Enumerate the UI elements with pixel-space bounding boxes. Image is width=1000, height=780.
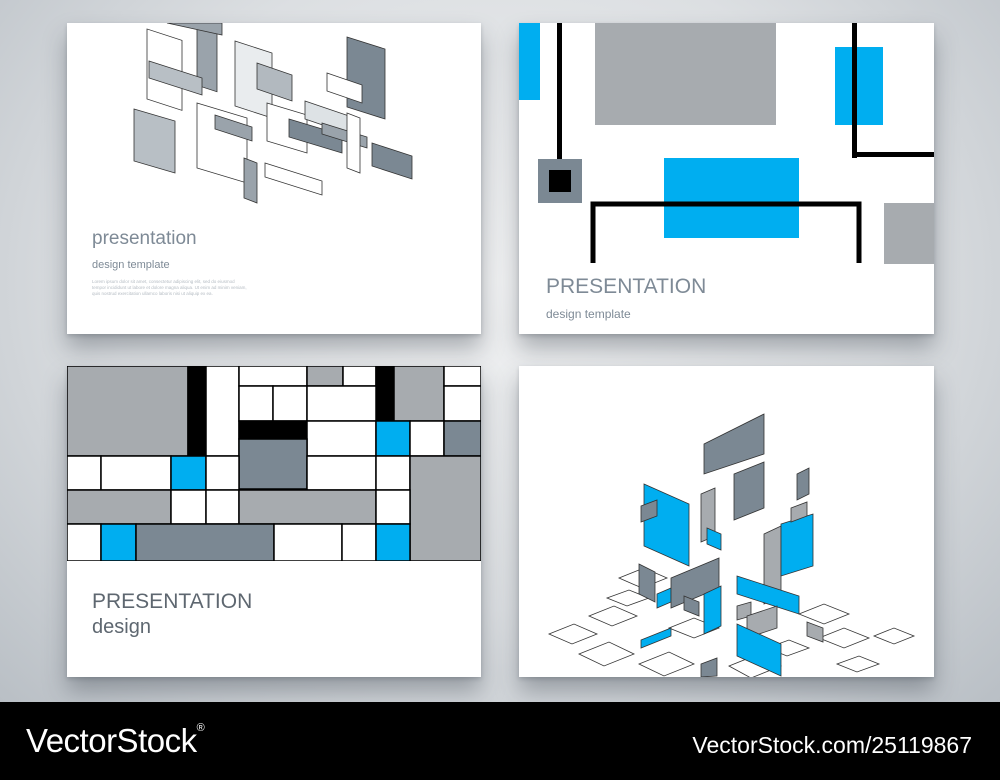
slide-card-3[interactable]: PRESENTATION design [67, 366, 481, 677]
geometric-blocks-art [519, 23, 934, 264]
slide-2-subtitle: design template [546, 307, 631, 321]
mondrian-grid-art [67, 366, 481, 561]
slide-card-2[interactable]: PRESENTATION design template [519, 23, 934, 334]
image-id-label: VectorStock.com/25119867 [692, 732, 972, 758]
slide-1-body-text: Lorem ipsum dolor sit amet, consectetur … [92, 279, 247, 296]
slide-1-title: presentation [92, 228, 197, 249]
isometric-cluster-art [547, 413, 916, 677]
registered-mark: ® [196, 722, 205, 734]
isometric-shapes-art [133, 23, 413, 204]
brand-name: VectorStock [26, 722, 197, 759]
slide-1-subtitle: design template [92, 259, 170, 271]
slide-2-title: PRESENTATION [546, 275, 707, 298]
vectorstock-logo: VectorStock® [26, 722, 205, 760]
slide-card-4[interactable] [519, 366, 934, 677]
slide-3-title: PRESENTATION [92, 590, 253, 613]
watermark-footer: VectorStock® VectorStock.com/25119867 [0, 702, 1000, 780]
slide-3-subtitle: design [92, 616, 151, 638]
slide-card-1[interactable]: presentation design template Lorem ipsum… [67, 23, 481, 334]
